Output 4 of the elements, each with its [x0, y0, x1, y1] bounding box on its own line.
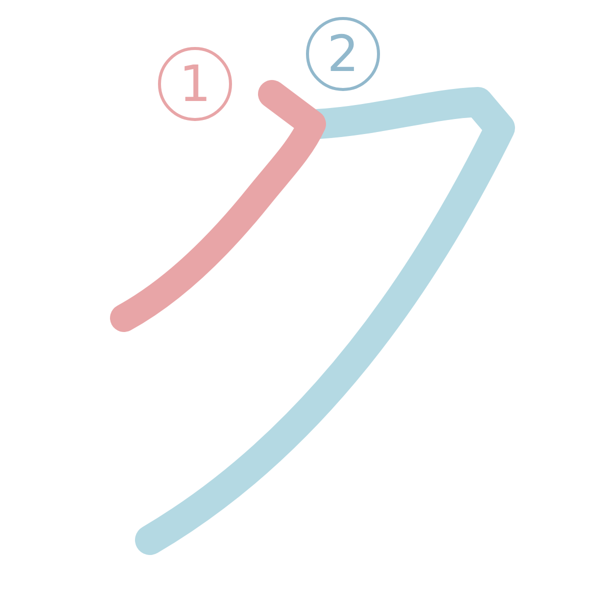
stroke-number: 1	[179, 59, 211, 109]
stroke-number-circle	[158, 47, 232, 121]
stroke-number: 2	[327, 29, 359, 79]
stroke-number-circle	[306, 17, 380, 91]
